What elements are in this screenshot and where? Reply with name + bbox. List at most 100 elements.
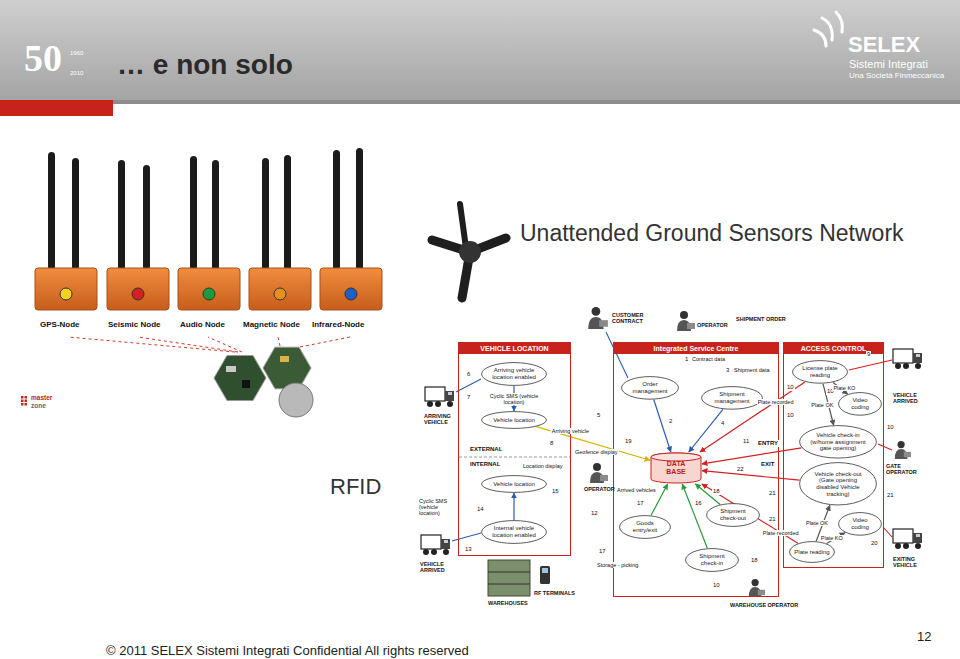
callout-number: 17 [598, 548, 607, 555]
callout-number: 10 [786, 412, 795, 419]
process-label: Vehicle check-out (Gate opening disabled… [808, 471, 869, 497]
process-label: Video coding [843, 517, 877, 530]
logo-star [814, 12, 842, 46]
process-ellipse: Shipment check-out [706, 503, 760, 527]
actor-label: CUSTOMER CONTRACT [612, 312, 650, 324]
actor-label: ARRIVING VEHICLE [424, 413, 458, 425]
callout-number: 14 [476, 506, 485, 513]
process-label: Order management [628, 381, 673, 394]
company-tagline: Una Società Finmeccanica [849, 72, 944, 81]
copyright-footer: © 2011 SELEX Sistemi Integrati Confident… [106, 644, 469, 658]
flow-arrow [689, 409, 723, 452]
process-label: Vehicle location [489, 481, 540, 488]
callout-number: 11 [742, 438, 750, 445]
tripod-sensor [432, 204, 506, 298]
callout-number: 16 [694, 500, 703, 507]
flow-label: Plate KO [832, 385, 856, 391]
callout-number: 17 [636, 500, 645, 507]
callout-number: 9 [866, 351, 871, 358]
sensor-label: Seismic Node [108, 321, 160, 330]
gate-label: ENTRY [757, 440, 779, 447]
callout-number: 2 [668, 418, 673, 425]
callout-number: 21 [886, 492, 895, 499]
callout-number: 12 [590, 510, 599, 517]
process-ellipse: Video coding [838, 392, 882, 416]
partner-logo-mark [21, 396, 27, 406]
flow-label: Plate recorded [762, 530, 800, 536]
actor-label: VEHICLE ARRIVED [420, 561, 454, 573]
process-ellipse: Internal vehicle location enabled [481, 520, 547, 544]
flow-arrow [654, 400, 671, 452]
sensor-label: GPS-Node [40, 321, 80, 330]
process-label: Internal vehicle location enabled [489, 525, 540, 538]
process-ellipse: Order management [621, 376, 679, 400]
actor-label: EXITING VEHICLE [893, 556, 933, 568]
flow-label: Cyclic SMS (vehicle location) [418, 498, 458, 516]
flow-arrow [682, 484, 707, 548]
actor-label: GATE OPERATOR [886, 463, 926, 475]
flow-label: Location display [522, 463, 563, 469]
anniversary-year: 2010 [70, 70, 83, 77]
process-label: Shipment management [708, 391, 756, 404]
actor-label: SHIPMENT ORDER [736, 316, 786, 322]
flow-label: Plate recorded [757, 399, 795, 405]
flow-label: Contract data [691, 356, 726, 362]
callout-number: 21 [768, 490, 777, 497]
process-label: License plate reading [798, 365, 842, 378]
process-ellipse: Shipment check-in [685, 548, 739, 572]
anniversary-logo: 50 [24, 38, 62, 80]
callout-number: 4 [720, 420, 725, 427]
database-label: DATA BASE [661, 460, 691, 475]
partner-logo: zone [31, 402, 46, 409]
callout-number: 18 [712, 488, 721, 495]
process-label: Video coding [843, 397, 877, 410]
leader-lines [68, 337, 350, 352]
company-logo: SELEX [848, 33, 920, 57]
callout-number: 10 [786, 384, 795, 391]
sensor-label: Infrared-Node [312, 321, 364, 330]
process-ellipse: Goods entry/exit [619, 515, 671, 539]
flow-arrow [513, 493, 514, 520]
callout-number: 20 [870, 540, 879, 547]
callout-number: 5 [596, 412, 601, 419]
flow-label: Plate KO [820, 535, 844, 541]
callout-number: 3 [725, 367, 730, 374]
flow-label: Shipment data [733, 367, 770, 373]
database-cylinder: DATA BASE [650, 452, 702, 484]
process-label: Vehicle check-in (w/home assignment gate… [808, 432, 869, 452]
actor-label: VEHICLE ARRIVED [893, 392, 933, 404]
process-label: Vehicle location [489, 417, 540, 424]
callout-number: 18 [750, 557, 759, 564]
flow-arrow [536, 427, 650, 461]
actor-icons [421, 307, 922, 597]
panel-heading: Integrated Service Centre [614, 343, 778, 354]
callout-number: 19 [624, 438, 633, 445]
callout-number: 13 [464, 546, 473, 553]
section-heading: Unattended Ground Sensors Network [520, 221, 904, 246]
process-ellipse: Vehicle location [481, 411, 547, 429]
zone-label: INTERNAL [470, 461, 500, 468]
process-ellipse: Vehicle location [481, 475, 547, 493]
callout-number: 10 [886, 424, 895, 431]
slide-title: … e non solo [117, 50, 293, 81]
actor-wires [452, 332, 892, 541]
flow-arrow [702, 471, 800, 481]
sensor-nodes-photo [35, 148, 382, 310]
sensor-label: Magnetic Node [243, 321, 300, 330]
process-ellipse: Vehicle check-in (w/home assignment gate… [799, 425, 877, 459]
sensor-label: Audio Node [180, 321, 225, 330]
flow-label: Geofence display [574, 449, 619, 455]
callout-number: 8 [549, 440, 554, 447]
process-label: Shipment check-in [691, 553, 733, 566]
process-label: Plate reading [794, 549, 830, 556]
process-ellipse: Vehicle check-out (Gate opening disabled… [799, 462, 877, 506]
callout-number: 6 [466, 371, 471, 378]
callout-number: 21 [768, 516, 777, 523]
flow-label: Storage - picking [596, 562, 639, 568]
flow-label: Arrived vehicles [616, 487, 657, 493]
flow-arrow [702, 448, 801, 464]
company-name: Sistemi Integrati [849, 58, 928, 70]
flow-label: Arriving vehicle [551, 428, 590, 434]
process-ellipse: Plate reading [789, 541, 835, 563]
actor-label: OPERATOR [584, 486, 615, 492]
